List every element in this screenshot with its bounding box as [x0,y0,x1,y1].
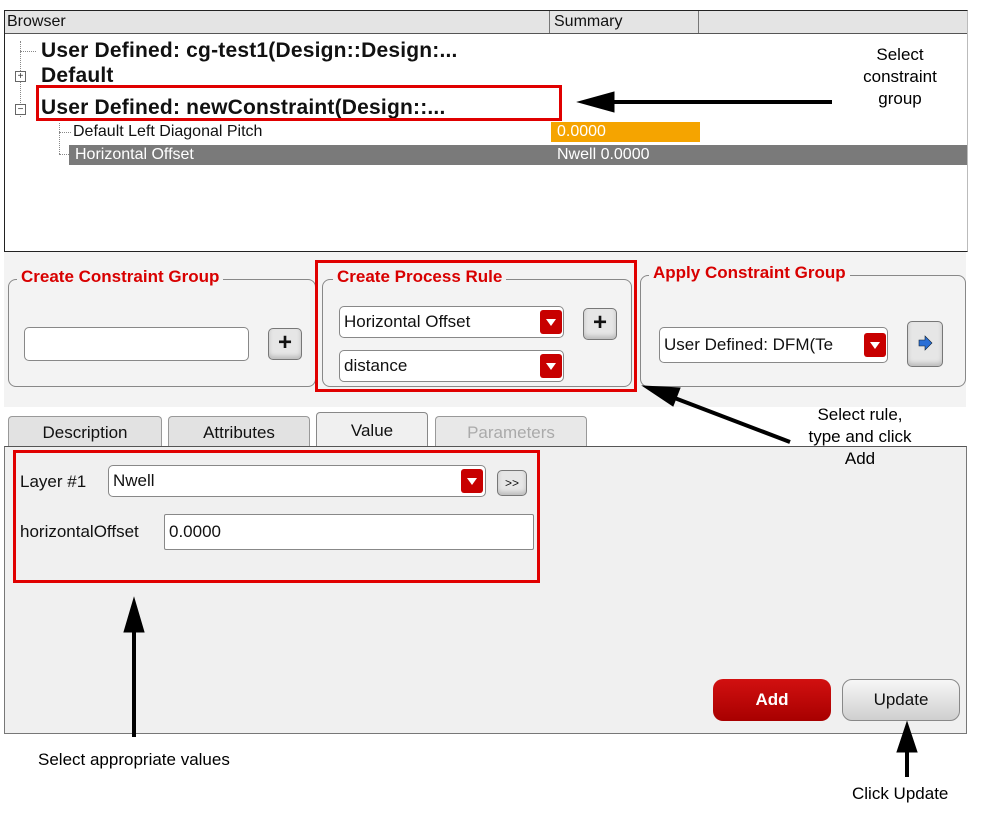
tree-item-summary: 0.0000 [557,123,606,140]
expand-plus-icon[interactable]: + [15,71,26,82]
tree-line [59,123,60,154]
constraint-browser: Browser Summary User Defined: cg-test1(D… [4,10,968,252]
tree-item-default-left-diagonal-pitch[interactable]: Default Left Diagonal Pitch 0.0000 [73,122,953,144]
tree-line [59,154,71,155]
annotation-line: type and click [808,427,912,446]
tree-item-newconstraint[interactable]: User Defined: newConstraint(Design::... [41,97,446,119]
tab-parameters: Parameters [435,416,587,449]
layer-value: Nwell [113,471,155,490]
highlight-box-process-rule [315,260,637,392]
tab-label: Parameters [467,423,555,442]
plus-icon: + [277,329,292,356]
browser-column-header[interactable]: Browser [7,13,66,30]
update-button[interactable]: Update [842,679,960,721]
tree-item-cg-test1[interactable]: User Defined: cg-test1(Design::Design:..… [41,40,458,62]
tab-description[interactable]: Description [8,416,162,449]
chevron-down-icon[interactable] [864,333,886,357]
summary-column-header[interactable]: Summary [549,11,699,33]
annotation-line: group [878,89,922,108]
tree-item-label: Default Left Diagonal Pitch [73,123,263,140]
annotation-select-rule: Select rule, type and click Add [780,404,940,470]
constraint-group-name-input[interactable] [24,327,249,361]
annotation-line: Add [844,449,876,468]
arrow-up-left-icon [671,395,791,444]
highlight-box-constraint-group [36,85,562,121]
tree-item-label: User Defined: newConstraint(Design::... [41,96,446,119]
add-constraint-group-button[interactable]: + [268,328,302,360]
summary-cell-highlight [551,122,700,142]
process-rule-value: Horizontal Offset [344,312,471,331]
collapse-minus-icon[interactable]: − [15,104,26,115]
horizontal-offset-label: horizontalOffset [20,522,139,541]
rule-type-dropdown[interactable]: distance [339,350,564,382]
apply-group-value: User Defined: DFM(Te [664,335,834,354]
browser-header: Browser Summary [5,11,967,34]
create-constraint-group-title: Create Constraint Group [17,267,224,287]
extra-column-header[interactable] [698,11,704,33]
layer-dropdown[interactable]: Nwell [108,465,486,497]
arrow-up-left-icon [641,385,681,407]
tab-value[interactable]: Value [316,412,428,449]
layer-label: Layer #1 [20,472,87,491]
arrow-right-icon [918,335,933,351]
apply-constraint-group-title: Apply Constraint Group [649,263,850,283]
horizontal-offset-input[interactable]: 0.0000 [164,514,534,550]
process-rule-dropdown[interactable]: Horizontal Offset [339,306,564,338]
annotation-select-group: Select constraint group [852,44,948,110]
tree-item-horizontal-offset[interactable]: Horizontal Offset Nwell 0.0000 [69,145,967,165]
tree-item-label: Horizontal Offset [75,146,194,163]
chevron-down-icon[interactable] [461,469,483,493]
tree-line [20,51,36,52]
layer-expand-button[interactable]: >> [497,470,527,496]
tree-item-default[interactable]: Default [41,65,114,87]
tab-attributes[interactable]: Attributes [168,416,310,449]
tab-label: Value [350,421,394,440]
add-button[interactable]: Add [713,679,831,721]
create-process-rule-title: Create Process Rule [333,267,507,287]
apply-constraint-group-dropdown[interactable]: User Defined: DFM(Te [659,327,888,363]
rule-type-value: distance [344,356,408,375]
apply-constraint-group-button[interactable] [907,321,943,367]
tree-item-summary: Nwell 0.0000 [557,146,650,163]
annotation-line: constraint [863,67,937,86]
highlight-box-values [13,450,540,583]
chevron-down-icon[interactable] [540,310,562,334]
tree-item-label: Default [41,64,114,87]
annotation-line: Select rule, [817,405,903,424]
chevron-down-icon[interactable] [540,354,562,378]
tree-line [59,132,71,133]
annotation-select-values: Select appropriate values [38,750,230,769]
arrow-left-icon [576,91,615,113]
tab-label: Attributes [203,423,275,442]
add-process-rule-button[interactable]: + [583,308,617,340]
tree-item-label: User Defined: cg-test1(Design::Design:..… [41,39,458,62]
tab-label: Description [42,423,128,442]
plus-icon: + [592,309,607,336]
annotation-line: Select [876,45,924,64]
annotation-click-update: Click Update [852,784,949,803]
arrow-up-icon [896,720,918,753]
arrow-up-icon [123,596,145,633]
